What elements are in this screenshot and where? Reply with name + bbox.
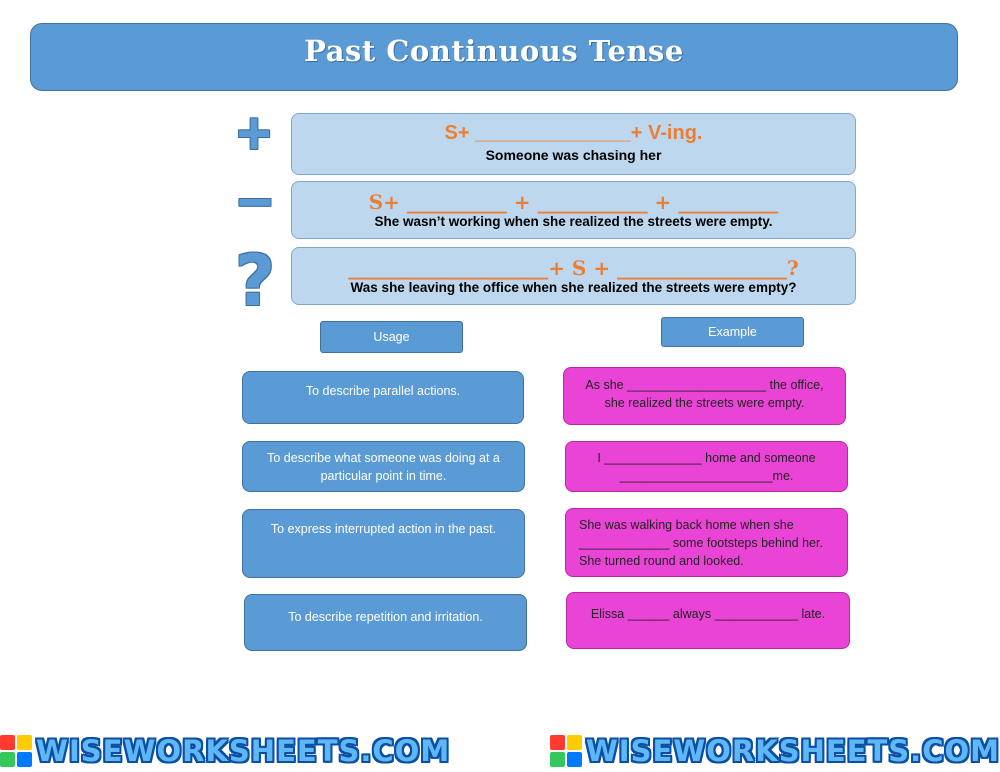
logo-blocks-icon [0,735,32,767]
usage-item[interactable]: To describe parallel actions. [242,371,524,424]
affirmative-formula: S+ ______________+ V-ing. [444,122,703,144]
negative-formula: S+ __________ + ___________ + __________ [368,190,779,214]
question-formula-box: ____________________+ S + ______________… [291,247,856,305]
question-example: Was she leaving the office when she real… [350,280,797,295]
logo-blocks-icon [549,735,582,767]
negative-example: She wasn’t working when she realized the… [374,214,773,229]
usage-item[interactable]: To describe repetition and irritation. [244,594,527,651]
brand-logo: WISEWORKSHEETS.COM [0,734,450,768]
usage-item[interactable]: To describe what someone was doing at a … [242,441,525,492]
plus-icon: + [236,100,272,167]
example-item[interactable]: Elissa ______ always ____________ late. [566,592,850,649]
brand-text: WISEWORKSHEETS.COM [585,734,1000,768]
brand-text: WISEWORKSHEETS.COM [36,734,451,768]
example-item[interactable]: She was walking back home when she _____… [565,508,848,577]
title-banner: Past Continuous Tense [30,23,958,91]
minus-icon: − [236,168,274,237]
question-formula: ____________________+ S + ______________… [348,256,799,280]
page-title: Past Continuous Tense [304,34,684,68]
question-mark-icon: ? [234,240,276,322]
usage-item[interactable]: To express interrupted action in the pas… [242,509,525,578]
example-item[interactable]: As she ____________________ the office, … [563,367,846,425]
example-header: Example [661,317,804,347]
affirmative-example: Someone was chasing her [485,147,662,163]
footer-watermark: WISEWORKSHEETS.COM WISEWORKSHEETS.COM [0,730,1000,772]
negative-formula-box: S+ __________ + ___________ + __________… [291,181,856,239]
brand-logo: WISEWORKSHEETS.COM [549,734,1000,768]
example-item[interactable]: I ______________ home and someone ______… [565,441,848,492]
affirmative-formula-box: S+ ______________+ V-ing. Someone was ch… [291,113,856,175]
usage-header: Usage [320,321,463,353]
